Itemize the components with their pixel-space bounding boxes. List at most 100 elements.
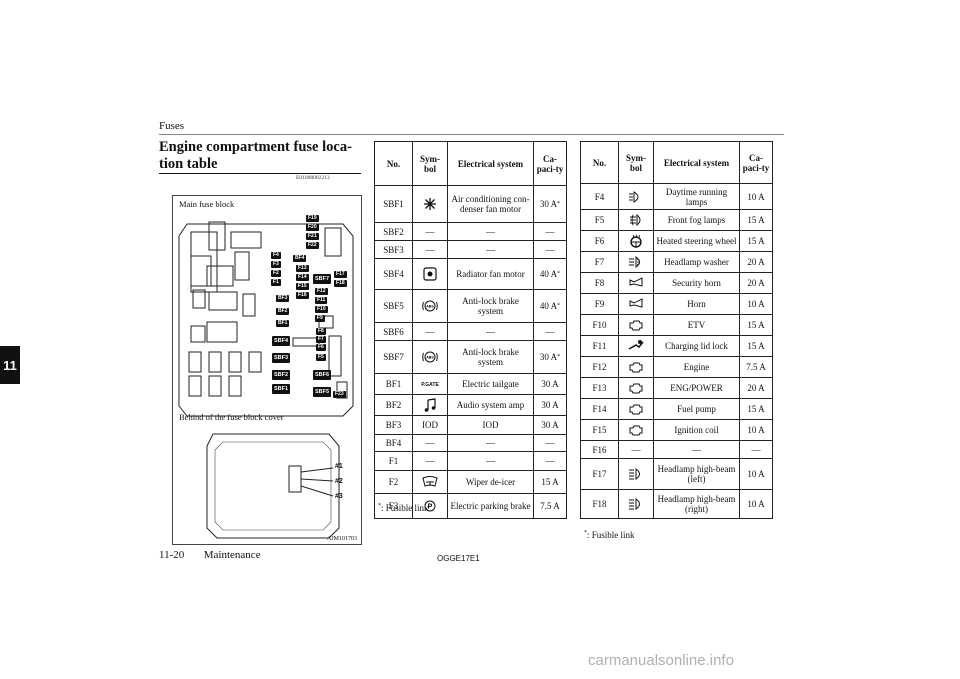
cell-electrical-system: Anti-lock brake system (447, 340, 534, 374)
fuse-label-f7: F7 (316, 336, 326, 343)
fuse-label-sbf7: SBF7 (313, 274, 332, 284)
abs-icon: ABS (412, 340, 448, 374)
capacity-value: 20 A (747, 257, 765, 267)
cell-fuse-no: F17 (580, 458, 619, 490)
cell-capacity: — (533, 240, 567, 259)
cell-fuse-no: F9 (580, 293, 619, 315)
cell-symbol: — (412, 240, 448, 259)
heated-wheel-icon (618, 230, 654, 252)
footnote-left: *: Fusible link (378, 503, 429, 513)
callout-label: #3 (335, 493, 343, 500)
col-header-no: No. (580, 141, 619, 184)
fuse-label-f22: F22 (306, 242, 319, 249)
capacity-value: 15 A (747, 341, 765, 351)
cell-fuse-no: F5 (580, 209, 619, 231)
capacity-value: 10 A (747, 191, 765, 202)
fuse-label-f14: F14 (296, 274, 309, 281)
horn-icon (618, 293, 654, 315)
table-row: SBF6——— (374, 322, 567, 341)
fuse-label-bf4: BF4 (293, 255, 307, 262)
fuse-label-f3: F3 (271, 261, 281, 268)
fuse-label-f13: F13 (296, 265, 309, 272)
audio-icon (412, 394, 448, 416)
cell-fuse-no: F11 (580, 335, 619, 357)
fuse-label-f20: F20 (306, 224, 319, 231)
cell-capacity: 10 A (739, 293, 773, 315)
cell-fuse-no: F14 (580, 398, 619, 420)
fusible-link-mark: * (557, 354, 561, 360)
callout-label: #2 (335, 478, 343, 485)
figure-code: AJM101703 (326, 536, 357, 542)
cell-capacity: 15 A (533, 470, 567, 494)
cell-electrical-system: Air conditioning con-denser fan motor (447, 185, 534, 223)
fuse-label-f5: F5 (316, 354, 326, 361)
capacity-value: — (545, 244, 555, 255)
cell-capacity: 30 A* (533, 340, 567, 374)
cell-electrical-system: ETV (653, 314, 740, 336)
cell-electrical-system: Anti-lock brake system (447, 289, 534, 323)
cell-fuse-no: F15 (580, 419, 619, 441)
cell-fuse-no: F1 (374, 451, 413, 471)
cell-electrical-system: Headlamp high-beam (right) (653, 489, 740, 519)
capacity-value: 15 A (541, 477, 559, 487)
cell-fuse-no: BF1 (374, 373, 413, 395)
chapter-tab[interactable]: 11 (0, 346, 20, 384)
cell-fuse-no: SBF7 (374, 340, 413, 374)
capacity-value: 20 A (747, 383, 765, 393)
fuse-label-sbf3: SBF3 (272, 353, 291, 363)
capacity-value: 30 A (541, 400, 559, 410)
cell-electrical-system: Front fog lamps (653, 209, 740, 231)
fuse-label-sbf5: SBF5 (313, 387, 332, 397)
cell-capacity: 20 A (739, 272, 773, 294)
fuse-label-f16: F16 (296, 292, 309, 299)
cell-capacity: 10 A (739, 419, 773, 441)
fuse-block-diagram (178, 221, 354, 539)
cell-capacity: 7.5 A (533, 493, 567, 519)
cell-fuse-no: SBF2 (374, 222, 413, 241)
cell-electrical-system: Headlamp high-beam (left) (653, 458, 740, 490)
cell-fuse-no: F8 (580, 272, 619, 294)
capacity-value: — (545, 226, 555, 237)
radiator-fan-icon (412, 258, 448, 290)
cell-fuse-no: SBF1 (374, 185, 413, 223)
capacity-value: 15 A (747, 404, 765, 414)
capacity-value: 15 A (747, 215, 765, 225)
ac-fan-icon (412, 185, 448, 223)
engine-icon (618, 419, 654, 441)
callout-label: #1 (335, 463, 343, 470)
cell-fuse-no: F2 (374, 470, 413, 494)
capacity-value: 30 A (541, 379, 559, 389)
cell-capacity: — (533, 451, 567, 471)
fuse-label-f19: F19 (306, 215, 319, 222)
capacity-value: — (751, 444, 761, 455)
table-row: BF4——— (374, 434, 567, 452)
cell-capacity: 10 A (739, 183, 773, 210)
header-rule (159, 134, 784, 135)
cell-capacity: 20 A (739, 251, 773, 273)
cell-fuse-no: BF4 (374, 434, 413, 452)
cell-capacity: — (533, 222, 567, 241)
engine-icon (618, 377, 654, 399)
wiper-deicer-icon (412, 470, 448, 494)
capacity-value: — (545, 326, 555, 337)
col-header-symbol: Sym-bol (618, 141, 654, 184)
fuse-table-left: No. Sym-bol Electrical system Ca-paci-ty… (374, 141, 567, 519)
capacity-value: 15 A (747, 320, 765, 330)
fuse-label-f21: F21 (306, 233, 319, 240)
capacity-value: 7.5 A (540, 501, 560, 511)
cell-fuse-no: F4 (580, 183, 619, 210)
section-title: Engine compartment fuse loca-tion table (159, 139, 352, 172)
capacity-value: — (545, 438, 555, 448)
horn-icon (618, 272, 654, 294)
fuse-label-sbf6: SBF6 (313, 370, 332, 380)
capacity-value: 40 A (539, 269, 558, 279)
cell-electrical-system: — (447, 322, 534, 341)
col-header-capacity: Ca-paci-ty (533, 141, 567, 186)
daytime-lamp-icon (618, 183, 654, 210)
cell-electrical-system: Electric parking brake (447, 493, 534, 519)
fuse-label-sbf4: SBF4 (272, 336, 291, 346)
